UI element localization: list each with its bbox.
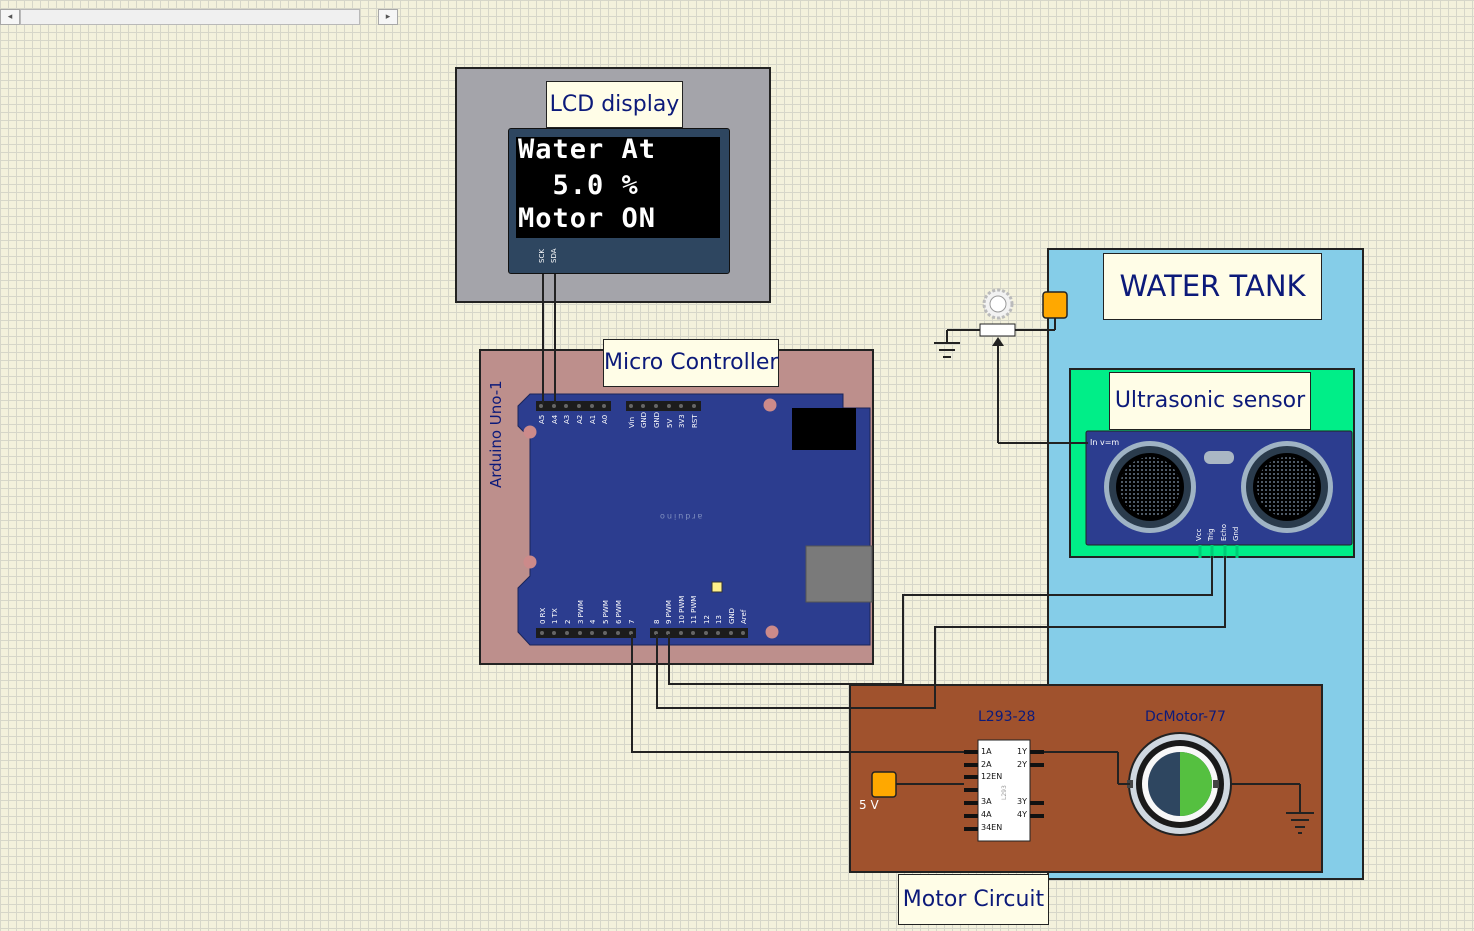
pin-label-d13: 13: [715, 615, 723, 624]
pin-label-gnd-2: GND: [653, 411, 661, 428]
pin-label-a0: A0: [601, 414, 609, 424]
chip-pin-12en: 12EN: [981, 772, 1003, 781]
pin-label-3v3: 3V3: [678, 414, 686, 428]
l293-chip[interactable]: [964, 739, 1044, 842]
sensor-input-label: In v=m: [1090, 438, 1120, 447]
pin-label-vin: Vin: [628, 416, 636, 428]
chip-pin-1y: 1Y: [1017, 747, 1027, 756]
motor-circuit-panel[interactable]: [849, 684, 1323, 873]
pin-label-aref: Aref: [740, 609, 748, 624]
sensor-transducer-right: [1241, 441, 1333, 533]
supply-terminal-5v[interactable]: [871, 771, 897, 798]
scrollbar-track[interactable]: [20, 9, 360, 25]
ultrasonic-sensor-label: Ultrasonic sensor: [1109, 372, 1311, 430]
sensor-pin-vcc: Vcc: [1195, 528, 1203, 542]
motor-wires: [896, 751, 1301, 813]
lcd-pin-sda: SDA: [550, 248, 558, 264]
chevron-left-icon: ◂: [7, 12, 13, 22]
pin-label-d8: 8: [653, 619, 661, 624]
sensor-pin-trig: Trig: [1207, 528, 1215, 541]
probe-terminal-top[interactable]: [1042, 291, 1068, 319]
chip-name-label: L293-28: [978, 709, 1036, 725]
chip-pin-34en: 34EN: [981, 823, 1003, 832]
pin-label-5v: 5V: [666, 418, 674, 428]
pin-label-d3: 3 PWM: [577, 600, 585, 624]
pin-label-d5: 5 PWM: [602, 600, 610, 624]
arduino-board[interactable]: [517, 393, 873, 646]
usb-connector: [805, 545, 873, 603]
pin-label-d11: 11 PWM: [690, 595, 698, 624]
supply-voltage-label: 5 V: [859, 798, 879, 812]
pin-label-d9: 9 PWM: [665, 600, 673, 624]
ground-icon-1: [934, 342, 960, 358]
sensor-pin-echo: Echo: [1220, 524, 1228, 541]
potentiometer-wires: [946, 318, 1088, 444]
arduino-logo: arduino: [658, 512, 703, 521]
pin-label-d10: 10 PWM: [678, 595, 686, 624]
chip-pin-4y: 4Y: [1017, 810, 1027, 819]
chip-pin-2y: 2Y: [1017, 760, 1027, 769]
scroll-right-button[interactable]: ▸: [378, 9, 398, 25]
controller-wires: [631, 556, 1226, 753]
motor-circuit-label: Motor Circuit: [898, 874, 1049, 925]
lcd-pin-sck: SCK: [538, 249, 546, 263]
led: [711, 581, 723, 593]
pin-label-d2: 2: [564, 619, 572, 624]
pin-label-gnd-1: GND: [640, 411, 648, 428]
ultrasonic-sensor-module[interactable]: [1085, 430, 1353, 558]
pin-label-a2: A2: [576, 414, 584, 424]
lcd-line-3: Motor ON: [518, 203, 657, 234]
pin-label-a4: A4: [551, 414, 559, 424]
chip-pin-4a: 4A: [981, 810, 992, 819]
chip-pin-2a: 2A: [981, 760, 992, 769]
lcd-screen: [516, 137, 720, 238]
potentiometer[interactable]: [979, 288, 1016, 346]
micro-controller-label: Micro Controller: [603, 339, 779, 387]
ground-icon-2: [1286, 812, 1314, 834]
chip-pin-3y: 3Y: [1017, 797, 1027, 806]
pin-label-d7: 7: [628, 619, 636, 624]
power-jack: [792, 408, 856, 450]
motor-name-label: DcMotor-77: [1145, 709, 1226, 725]
pin-label-rst: RST: [691, 414, 699, 428]
sensor-transducer-left: [1104, 441, 1196, 533]
sensor-pin-gnd: Gnd: [1232, 526, 1240, 541]
pin-label-a3: A3: [563, 414, 571, 424]
horizontal-scrollbar[interactable]: ◂ ▸: [0, 6, 400, 28]
lcd-line-1: Water At: [518, 134, 657, 165]
lcd-wires: [542, 272, 556, 404]
chip-pin-3a: 3A: [981, 797, 992, 806]
lcd-line-2: 5.0 %: [518, 170, 639, 201]
chip-body-text: L293: [1001, 785, 1008, 800]
pin-label-a5: A5: [538, 414, 546, 424]
pin-label-d12: 12: [703, 615, 711, 624]
pin-label-d0: 0 RX: [539, 607, 547, 624]
sensor-crystal: [1204, 451, 1234, 464]
pin-label-d4: 4: [589, 619, 597, 624]
chip-pin-1a: 1A: [981, 747, 992, 756]
scroll-left-button[interactable]: ◂: [0, 9, 20, 25]
dc-motor[interactable]: [1127, 732, 1232, 836]
chevron-right-icon: ▸: [385, 12, 391, 22]
pin-label-a1: A1: [589, 414, 597, 424]
arduino-name: Arduino Uno-1: [487, 380, 505, 488]
pin-label-d1: 1 TX: [551, 608, 559, 624]
lcd-display-label: LCD display: [546, 81, 683, 128]
pin-label-gnd-3: GND: [728, 607, 736, 624]
water-tank-label: WATER TANK: [1103, 253, 1322, 320]
pin-label-d6: 6 PWM: [615, 600, 623, 624]
